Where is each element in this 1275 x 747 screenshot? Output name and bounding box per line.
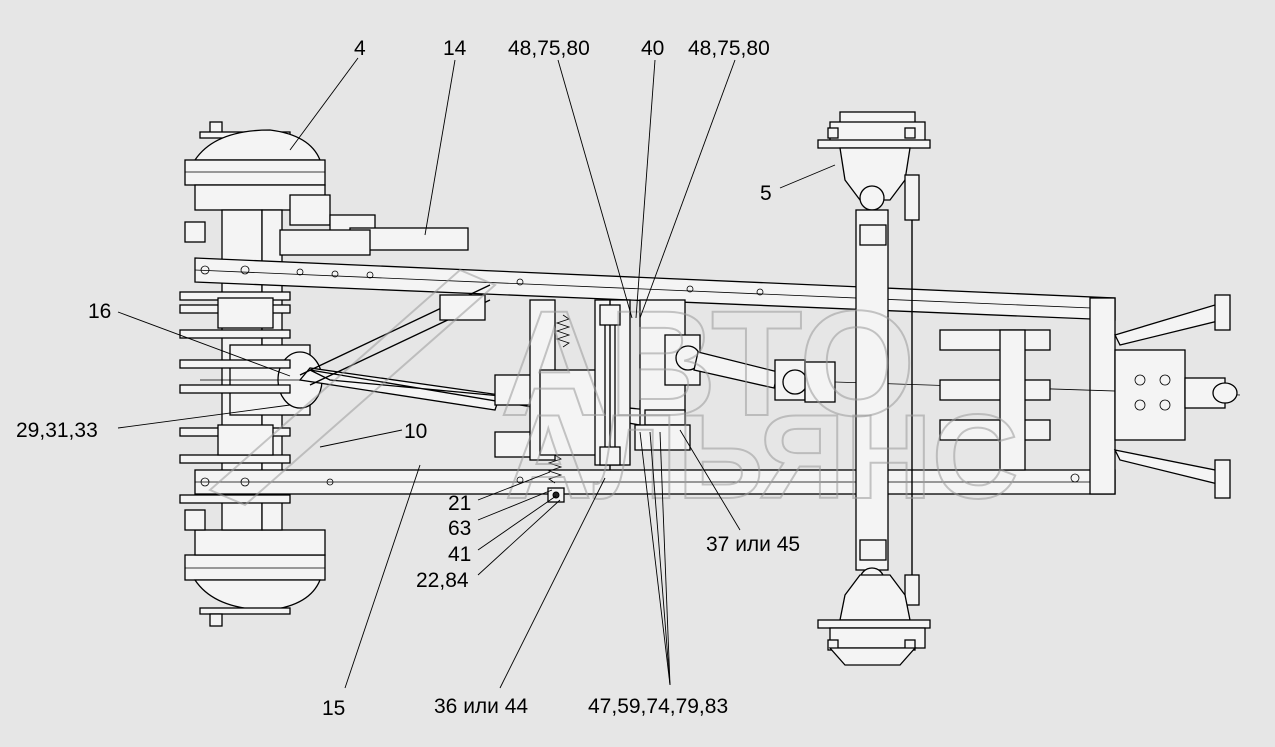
callout-22-84: 22,84 [416,569,469,592]
callout-10: 10 [404,420,427,443]
callout-29-31-33: 29,31,33 [16,419,98,442]
watermark: АВТО АЛЬЯНС [208,268,1020,525]
driveshaft [664,334,1241,403]
watermark-line-1: АВТО [500,279,916,447]
callout-63: 63 [448,517,471,540]
leader-lines [117,57,836,689]
callout-48-75-80-left: 48,75,80 [508,37,590,60]
front-axle [817,111,1238,666]
callout-48-75-80-right: 48,75,80 [688,37,770,60]
callout-40: 40 [641,37,664,60]
callout-14: 14 [443,37,467,60]
callout-36-or-44: 36 или 44 [434,695,528,718]
watermark-line-2: АЛЬЯНС [505,390,1019,524]
callout-47-59-74-79-83: 47,59,74,79,83 [588,695,728,718]
callout-37-or-45: 37 или 45 [706,533,800,556]
callout-15: 15 [322,697,345,720]
callout-21: 21 [448,492,471,515]
callout-4: 4 [354,37,366,60]
callout-41: 41 [448,543,471,566]
rear-axle [179,121,469,627]
callout-16: 16 [88,300,111,323]
callout-labels: 4 14 48,75,80 40 48,75,80 5 16 29,31,33 … [16,37,800,720]
brake-mechanism [439,294,691,503]
callout-5: 5 [760,182,772,205]
